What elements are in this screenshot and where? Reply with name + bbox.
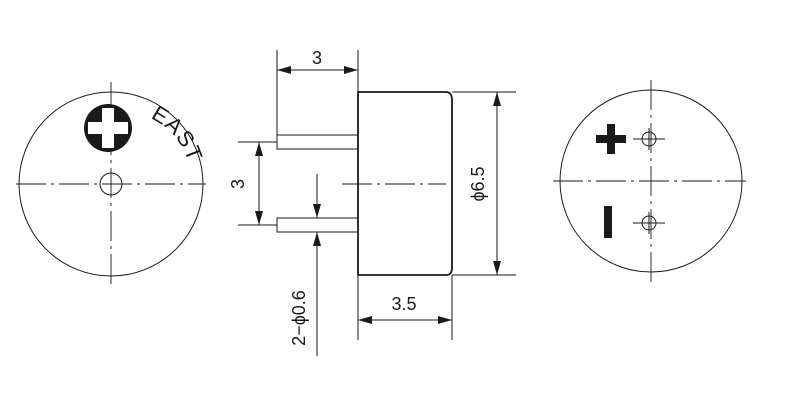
rear-pin-hole-negative [633, 212, 665, 234]
side-body-outline [357, 91, 453, 276]
dim-body-depth: 3.5 [357, 275, 453, 340]
dim-pin-diameter-label: 2−ϕ0.6 [289, 290, 309, 346]
side-pin-bottom [276, 217, 359, 233]
dim-pin-length: 3 [276, 48, 359, 135]
dim-body-diameter-label: ϕ6.5 [468, 166, 488, 201]
side-view: 3 3 2−ϕ0.6 ϕ6.5 [228, 48, 516, 356]
side-pin-top [276, 134, 359, 150]
dim-body-depth-label: 3.5 [391, 294, 416, 314]
rear-positive-sign-icon [596, 124, 626, 154]
front-logo-text: EAST [148, 100, 208, 165]
front-plus-marking-icon [84, 104, 132, 152]
rear-view [553, 80, 746, 284]
dim-pin-pitch: 3 [228, 141, 277, 226]
front-view: EAST [16, 82, 208, 286]
dim-body-diameter: ϕ6.5 [452, 91, 516, 276]
rear-pin-hole-positive [633, 128, 665, 150]
rear-negative-sign-icon [604, 206, 612, 238]
dim-pin-length-label: 3 [312, 48, 322, 68]
dim-pin-diameter: 2−ϕ0.6 [289, 174, 321, 356]
front-sound-hole [99, 172, 123, 196]
dim-pin-pitch-label: 3 [228, 179, 248, 189]
